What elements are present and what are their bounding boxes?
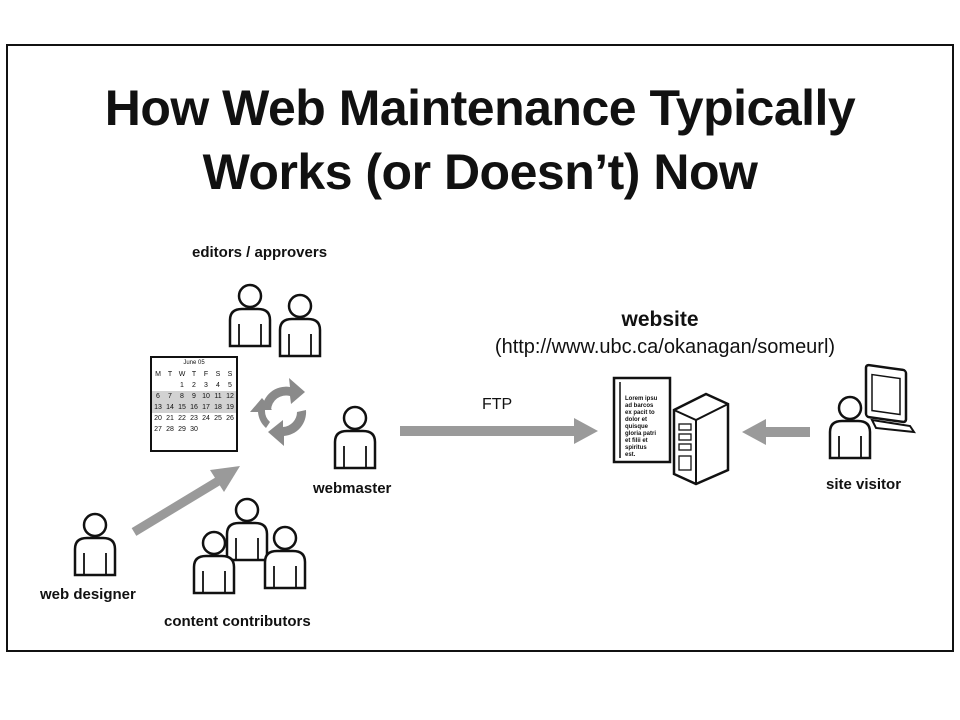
calendar-date: 19 bbox=[226, 404, 234, 411]
calendar-week-row: 27 28 29 30 bbox=[152, 424, 236, 435]
monitor-icon bbox=[864, 363, 917, 434]
calendar-date: 26 bbox=[226, 415, 234, 422]
web-page-document-icon bbox=[612, 376, 672, 464]
title-line-2: Works (or Doesn’t) Now bbox=[202, 144, 758, 200]
site-visitor-person-icon bbox=[828, 395, 872, 460]
web-designer-label: web designer bbox=[40, 586, 136, 603]
doc-line: quisque bbox=[625, 424, 649, 430]
calendar-date: 28 bbox=[166, 426, 174, 433]
calendar-date: 5 bbox=[228, 382, 232, 389]
calendar-date: 7 bbox=[168, 393, 172, 400]
visitor-to-server-arrow bbox=[742, 419, 810, 445]
doc-line: dolor et bbox=[625, 417, 647, 423]
ftp-arrow bbox=[400, 418, 598, 444]
calendar-date: 18 bbox=[214, 404, 222, 411]
calendar-day-label: S bbox=[215, 371, 221, 378]
calendar-date bbox=[200, 424, 212, 435]
calendar-day-label: W bbox=[178, 371, 186, 378]
calendar-day-label: M bbox=[155, 371, 161, 378]
website-title: website bbox=[621, 308, 699, 331]
site-visitor-label: site visitor bbox=[826, 476, 902, 493]
calendar-date: 3 bbox=[204, 382, 208, 389]
diagram-title: How Web Maintenance Typically Works (or … bbox=[0, 76, 960, 204]
editor-person-icon-1 bbox=[228, 283, 272, 348]
calendar-month: June 05 bbox=[183, 360, 205, 366]
calendar-date: 10 bbox=[202, 393, 210, 400]
calendar-date: 16 bbox=[190, 404, 198, 411]
title-line-1: How Web Maintenance Typically bbox=[104, 80, 856, 136]
calendar-date: 11 bbox=[214, 393, 222, 400]
calendar-date: 22 bbox=[178, 415, 186, 422]
webmaster-label: webmaster bbox=[313, 480, 392, 497]
doc-line: est. bbox=[625, 452, 636, 458]
calendar-date bbox=[152, 380, 164, 391]
doc-line: gloria patri bbox=[625, 431, 657, 437]
calendar-week-row: 20 21 22 23 24 25 26 bbox=[152, 413, 236, 424]
calendar-date: 14 bbox=[166, 404, 174, 411]
calendar-date: 24 bbox=[202, 415, 210, 422]
calendar-day-label: F bbox=[203, 371, 209, 378]
designer-to-cycle-arrow bbox=[131, 466, 240, 536]
calendar-date: 21 bbox=[166, 415, 174, 422]
cycle-arrows-icon bbox=[250, 378, 307, 446]
calendar-date bbox=[212, 424, 224, 435]
doc-line: spiritus bbox=[625, 445, 647, 451]
calendar-date: 29 bbox=[178, 426, 186, 433]
doc-line: Lorem ipsu bbox=[625, 396, 658, 402]
calendar-date: 17 bbox=[202, 404, 210, 411]
website-url: (http://www.ubc.ca/okanagan/someurl) bbox=[494, 336, 836, 358]
calendar-date: 4 bbox=[216, 382, 220, 389]
calendar-date: 25 bbox=[214, 415, 222, 422]
calendar-date: 15 bbox=[178, 404, 186, 411]
calendar-date: 20 bbox=[154, 415, 162, 422]
diagram-frame bbox=[6, 44, 954, 652]
calendar-date: 9 bbox=[192, 393, 196, 400]
calendar-weekday-header: M T W T F S S bbox=[152, 369, 236, 380]
editors-approvers-label: editors / approvers bbox=[192, 244, 328, 261]
webmaster-person-icon bbox=[333, 405, 377, 470]
calendar-day-label: T bbox=[167, 371, 173, 378]
ftp-label: FTP bbox=[482, 396, 513, 413]
web-page-lorem-text: Lorem ipsu ad barcos ex pacit to dolor e… bbox=[625, 396, 667, 459]
calendar-date: 27 bbox=[154, 426, 162, 433]
contributor-person-icon-1 bbox=[225, 497, 269, 562]
calendar-week-row: 6 7 8 9 10 11 12 bbox=[152, 391, 236, 402]
web-designer-person-icon bbox=[73, 512, 117, 577]
doc-line: ex pacit to bbox=[625, 410, 655, 416]
calendar-date: 30 bbox=[190, 426, 198, 433]
content-contributors-label: content contributors bbox=[164, 613, 311, 630]
calendar-date: 2 bbox=[192, 382, 196, 389]
calendar-week-row: 13 14 15 16 17 18 19 bbox=[152, 402, 236, 413]
calendar-date: 23 bbox=[190, 415, 198, 422]
doc-line: ad barcos bbox=[625, 403, 654, 409]
calendar-date: 12 bbox=[226, 393, 234, 400]
calendar-day-label: S bbox=[227, 371, 233, 378]
contributor-person-icon-3 bbox=[263, 525, 307, 590]
calendar-date: 13 bbox=[154, 404, 162, 411]
editor-person-icon-2 bbox=[278, 293, 322, 358]
calendar-date: 1 bbox=[180, 382, 184, 389]
doc-line: et filii et bbox=[625, 438, 648, 444]
calendar-date: 6 bbox=[156, 393, 160, 400]
calendar-date bbox=[224, 424, 236, 435]
calendar-day-label: T bbox=[191, 371, 197, 378]
calendar-date: 8 bbox=[180, 393, 184, 400]
calendar-week-row: 1 2 3 4 5 bbox=[152, 380, 236, 391]
calendar-date bbox=[164, 380, 176, 391]
server-icon bbox=[672, 392, 730, 486]
